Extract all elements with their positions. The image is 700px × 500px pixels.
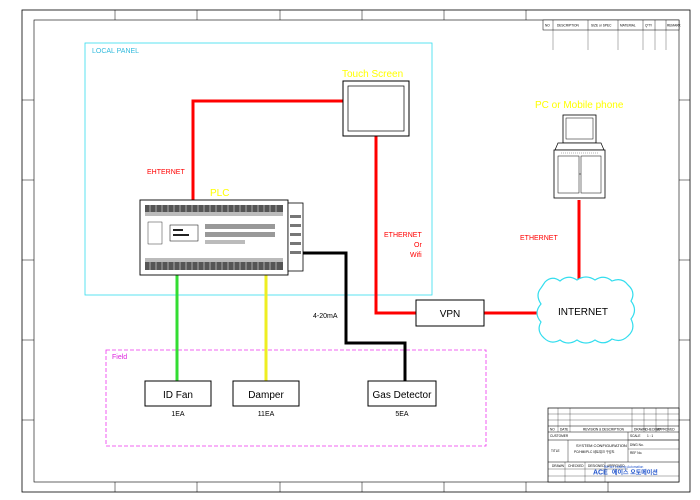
tb-company-tagline: We are Leading Automation <box>604 465 644 469</box>
tb-ref-label: REF No. <box>630 451 642 455</box>
plc-device <box>139 199 304 276</box>
vpn-box <box>415 299 485 327</box>
pc-workstation-icon <box>553 114 606 199</box>
link-label-touch-vpn-2: Or <box>414 242 422 249</box>
tb-scale-label: SCALE <box>630 434 640 438</box>
tb-title-line1: SYSTEM CONFIGURATION <box>576 443 627 448</box>
plc-label: PLC <box>210 188 229 199</box>
plc-terminal-row-top <box>145 205 283 212</box>
id-fan-quantity: 1EA <box>171 411 185 418</box>
gas-detector-label: Gas Detector <box>373 390 433 401</box>
rev-header-description: DESCRIPTION <box>557 24 579 28</box>
analog-line-gas-detector <box>303 251 407 381</box>
rev-header-remark: REMARK <box>667 24 682 28</box>
tb-approved-label: APPROVED <box>607 464 625 468</box>
tb-rev-desc: REVISION & DESCRIPTION <box>583 428 625 432</box>
ethernet-line-touch-vpn <box>374 136 416 315</box>
touch-screen-label: Touch Screen <box>342 69 403 80</box>
tb-rev-checked: CHECKED <box>645 428 661 432</box>
vpn-label: VPN <box>440 309 461 320</box>
link-label-touch-vpn-3: Wifi <box>410 252 422 259</box>
id-fan-label: ID Fan <box>163 390 193 401</box>
company-logo: ACE <box>593 470 608 477</box>
frame-ticks <box>22 10 690 492</box>
damper-label: Damper <box>248 390 284 401</box>
tb-drawn-label: DRAWN <box>552 464 565 468</box>
rev-header-material: MATERIAL <box>620 24 636 28</box>
id-fan-box <box>144 380 212 407</box>
pc-label: PC or Mobile phone <box>535 100 624 111</box>
inner-frame <box>33 19 680 483</box>
damper-quantity: 11EA <box>258 411 275 418</box>
link-label-internet-pc: ETHERNET <box>520 235 558 242</box>
local-panel-label: LOCAL PANEL <box>92 48 139 55</box>
outer-frame <box>21 9 691 493</box>
rev-header-size: SIZE or SPEC <box>591 24 612 28</box>
tb-rev-approved: APPROVED <box>657 428 675 432</box>
tb-rev-date: DATE <box>560 428 568 432</box>
tb-scale-value: 1 : 1 <box>647 434 653 438</box>
internet-label: INTERNET <box>558 307 608 318</box>
title-block: NO DATE REVISION & DESCRIPTION DRAWN CHE… <box>547 407 680 483</box>
tb-title-label: TITLE <box>551 449 560 453</box>
tb-rev-drawn: DRAWN <box>634 428 647 432</box>
ethernet-line-plc-touch <box>191 99 343 200</box>
field-boundary <box>105 349 487 447</box>
plc-terminal-row-bottom <box>145 262 283 270</box>
gas-detector-box <box>367 380 437 407</box>
damper-box <box>232 380 300 407</box>
connections <box>175 99 581 381</box>
tb-checked-label: CHECKED <box>568 464 584 468</box>
internet-cloud <box>536 276 636 344</box>
tb-dwg-label: DWG No. <box>630 443 644 447</box>
tb-designed-label: DESIGNED <box>588 464 605 468</box>
local-panel-boundary <box>84 42 433 296</box>
tb-customer-label: CUSTOMER <box>550 434 569 438</box>
link-label-analog: 4-20mA <box>313 313 338 320</box>
rev-header-qty: Q'TY <box>645 24 653 28</box>
tb-rev-no: NO <box>550 428 555 432</box>
field-label: Field <box>112 354 127 361</box>
revision-table: NO DESCRIPTION SIZE or SPEC MATERIAL Q'T… <box>542 19 682 50</box>
touch-screen-device <box>342 80 410 137</box>
tb-title-line2: PC/HMI/PLC 네트워크 구성도 <box>574 449 615 454</box>
tb-company-name: 에이스 오토메이션 <box>612 469 658 477</box>
link-label-plc-touch: EHTERNET <box>147 169 185 176</box>
rev-header-no: NO <box>545 24 550 28</box>
gas-detector-quantity: 5EA <box>395 411 409 418</box>
link-label-touch-vpn-1: ETHERNET <box>384 232 422 239</box>
